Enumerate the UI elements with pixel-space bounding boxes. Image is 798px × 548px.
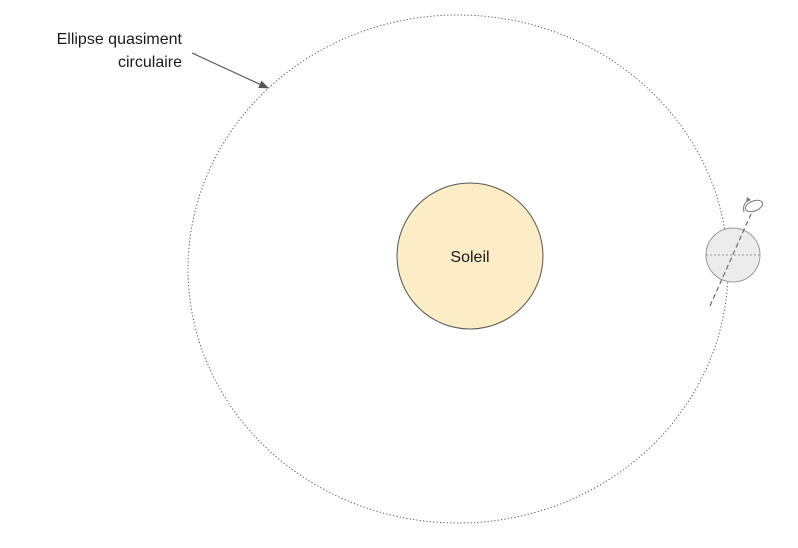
planet [705,197,764,307]
annotation-text-line-1: Ellipse quasiment [56,31,182,48]
rotation-arrow-icon [743,197,764,213]
sun-label: Soleil [450,249,489,266]
sun: Soleil [396,182,544,330]
planet-rotation-axis [709,213,752,307]
annotation-arrow [191,52,269,89]
annotation-text-line-2: circulaire [117,54,182,71]
sun-circle [396,182,544,330]
